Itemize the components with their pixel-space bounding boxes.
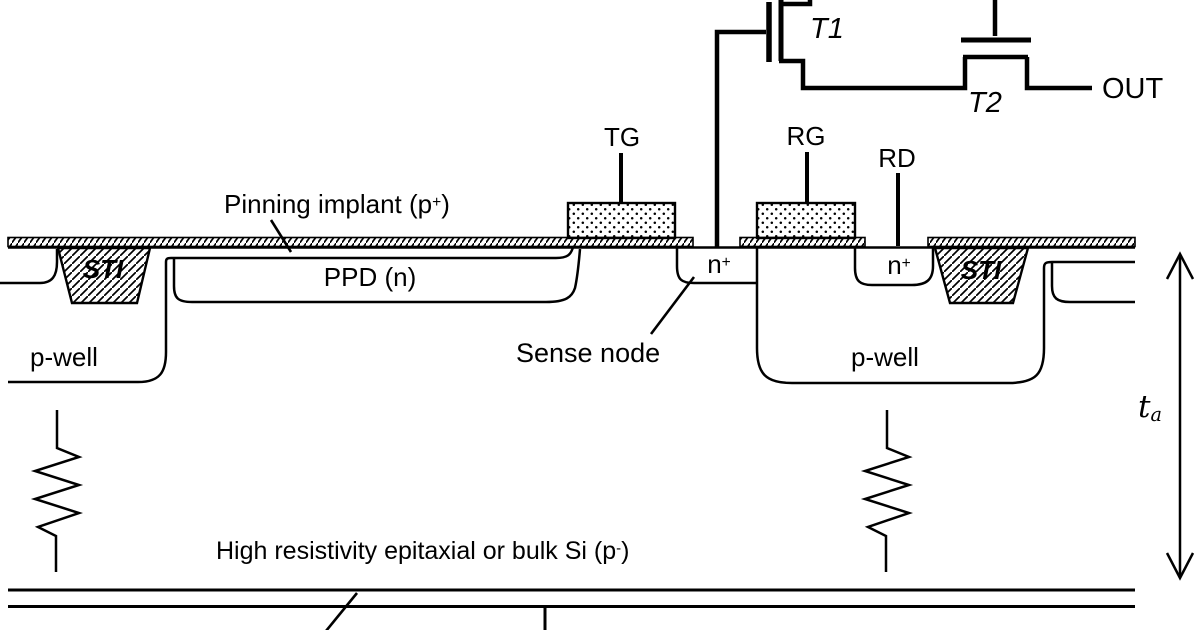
bulk-silicon-close: ) <box>621 537 630 565</box>
readout-circuit <box>714 0 1092 247</box>
substrate <box>8 588 1135 630</box>
rd-label: RD <box>878 143 916 173</box>
pinning-implant-text: Pinning implant (p <box>224 189 433 219</box>
pinning-implant-sup: + <box>432 194 442 211</box>
gates <box>566 152 900 246</box>
thickness-arrow <box>1165 251 1195 581</box>
t2-transistor-label: T2 <box>968 87 1002 119</box>
out-label: OUT <box>1102 73 1164 105</box>
ppd-bottom-boundary <box>172 248 582 304</box>
rg-label: RG <box>786 121 826 151</box>
pwell-right-label: p-well <box>851 342 919 372</box>
t1-transistor-label: T1 <box>810 13 844 45</box>
doped-regions <box>0 246 1135 385</box>
thickness-ta-label: ta <box>1138 389 1162 426</box>
bulk-resistors <box>30 410 914 572</box>
thickness-ta-subscript: a <box>1150 403 1162 426</box>
n-plus-rd-sup: + <box>901 255 911 272</box>
thickness-arrow-head-bottom <box>1165 552 1195 581</box>
resistor-symbol-right <box>860 410 914 572</box>
ppd-label: PPD (n) <box>323 262 417 292</box>
sti-right-label: STI <box>960 255 1002 285</box>
neighbor-ppd-right-boundary <box>1050 263 1135 304</box>
sti-left-trench <box>56 246 152 305</box>
t1-drain-stub <box>781 0 813 7</box>
t2-out-wire <box>1024 57 1092 91</box>
n-plus-sense-text: n <box>707 249 722 279</box>
n-plus-sense-boundary <box>675 248 757 285</box>
sense-node-pointer <box>649 276 696 335</box>
substrate-diagonal-pointer <box>325 592 359 630</box>
neighbor-region-left-boundary <box>0 249 59 285</box>
sti-trenches <box>56 246 1030 305</box>
thickness-arrow-head-top <box>1165 251 1195 280</box>
n-plus-rd-boundary <box>853 248 935 287</box>
n-plus-rd-label: n+ <box>887 252 911 278</box>
pinning-implant-close: ) <box>441 189 450 219</box>
bulk-silicon-label: High resistivity epitaxial or bulk Si (p… <box>216 539 629 564</box>
n-plus-sense-label: n+ <box>707 251 731 277</box>
sti-left-label: STI <box>82 254 124 284</box>
resistor-symbol-left <box>30 410 84 572</box>
sense-node-label: Sense node <box>516 338 661 368</box>
pwell-left-label: p-well <box>30 342 98 372</box>
rg-gate-poly <box>755 201 857 240</box>
pinning-implant-label: Pinning implant (p+) <box>224 191 450 217</box>
sense-node-wire <box>714 29 766 247</box>
n-plus-sense-sup: + <box>721 254 731 271</box>
pointer-lines <box>269 219 696 335</box>
bulk-silicon-sup: - <box>616 540 622 557</box>
bulk-silicon-text: High resistivity epitaxial or bulk Si (p <box>216 537 617 565</box>
tg-label: TG <box>603 122 641 152</box>
tg-gate-poly <box>566 201 677 240</box>
thickness-ta-symbol: t <box>1138 389 1151 425</box>
pwell-right-boundary <box>755 248 1135 385</box>
pinning-strip-right-segment <box>927 236 1136 248</box>
n-plus-rd-text: n <box>887 250 902 280</box>
pwell-left-and-ppd-top-boundary <box>8 246 575 384</box>
t1-source-wire <box>779 57 968 91</box>
pinning-implant-pointer <box>269 219 293 253</box>
sti-right-trench <box>933 246 1030 305</box>
